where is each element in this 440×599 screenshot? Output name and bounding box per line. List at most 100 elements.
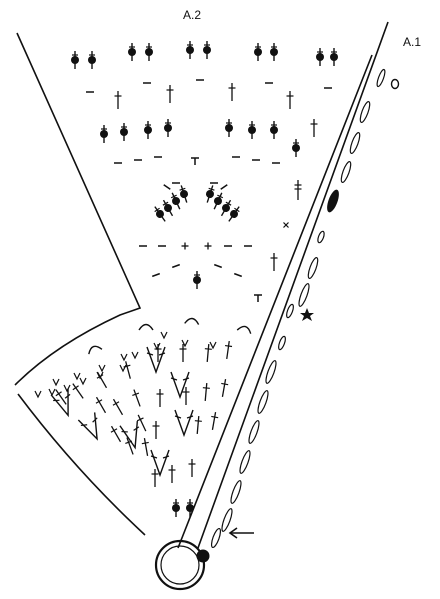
chain-oval-symbol (257, 390, 269, 414)
chain-oval-symbol (340, 161, 352, 183)
chart-outline (14, 21, 389, 549)
treble-dot-symbol (162, 199, 174, 217)
chart-label-a1: A.1 (403, 35, 422, 49)
a1-chain-column (210, 68, 386, 549)
treble-symbol (152, 421, 160, 439)
double-treble-symbol (294, 180, 302, 200)
treble-dot-symbol (270, 121, 278, 139)
treble-symbol (72, 383, 84, 399)
double-crochet-symbol (204, 242, 212, 250)
chain-arc-symbol (88, 345, 103, 355)
treble-symbol (151, 469, 159, 487)
treble-symbol (114, 91, 122, 109)
chain-oval-symbol (307, 257, 319, 279)
treble-dot-symbol (172, 499, 180, 517)
chain-oval-symbol (286, 303, 294, 319)
increase-v-symbol (48, 388, 56, 397)
slip-stitch-symbol (254, 294, 262, 302)
increase-v-symbol (181, 339, 189, 348)
treble-dot-symbol (225, 119, 233, 137)
treble-dot-symbol (203, 41, 211, 59)
treble-dot-symbol (144, 121, 152, 139)
treble-dot-symbol (330, 48, 338, 66)
arrow-left-icon (228, 527, 254, 539)
magic-ring-icon (154, 539, 210, 591)
chain-oval-symbol (317, 230, 325, 244)
increase-v-symbol (52, 378, 60, 387)
treble-dot-symbol (154, 206, 166, 222)
chain-arc-symbol (138, 323, 154, 331)
single-crochet-symbol (283, 222, 289, 228)
treble-dot-symbol (170, 192, 181, 210)
treble-v-pair-symbol (150, 449, 170, 478)
treble-dot-symbol (179, 185, 188, 203)
chain-oval-symbol (210, 527, 222, 549)
treble-symbol (179, 344, 187, 362)
treble-dot-symbol (128, 43, 136, 61)
outline-bottom-edge (17, 393, 146, 536)
chain-oval-symbol (239, 450, 251, 474)
treble-symbol (202, 382, 210, 402)
treble-symbol (95, 396, 107, 414)
chain-dash-symbol (171, 263, 181, 269)
chain-oval-symbol (265, 360, 277, 384)
chain-dash-symbol (151, 272, 161, 278)
increase-v-symbol (153, 342, 161, 351)
treble-dot-symbol (206, 185, 215, 203)
increase-v-symbol (98, 364, 106, 373)
treble-symbol (136, 414, 147, 432)
slip-stitch-symbol (191, 157, 199, 165)
treble-symbol (110, 425, 122, 443)
chain-oval-symbol (298, 283, 310, 307)
chain-oval-symbol (221, 508, 233, 532)
increase-v-symbol (209, 341, 217, 350)
treble-dot-symbol (186, 41, 194, 59)
treble-symbol (270, 253, 278, 271)
treble-dot-symbol (254, 43, 262, 61)
treble-dot-symbol (71, 51, 79, 69)
treble-dot-symbol (193, 271, 201, 289)
chain-dash-symbol (163, 184, 171, 190)
treble-symbol (96, 371, 108, 389)
treble-dot-symbol (228, 206, 240, 222)
increase-v-symbol (63, 384, 71, 393)
treble-symbol (310, 119, 318, 137)
treble-symbol (221, 379, 229, 397)
treble-dot-symbol (270, 43, 278, 61)
outline-wedge-edge (14, 32, 142, 386)
treble-dot-symbol (100, 125, 108, 143)
treble-dot-symbol (186, 499, 194, 517)
double-crochet-symbol (181, 242, 189, 250)
increase-v-symbol (131, 351, 139, 360)
chain-oval-symbol (278, 335, 286, 351)
chain-oval-symbol (248, 420, 260, 444)
chain-oval-symbol (349, 132, 361, 154)
treble-symbol (168, 465, 176, 483)
treble-symbol (123, 361, 131, 379)
outline-right-edge-outer (197, 21, 389, 549)
chain-oval-symbol (230, 480, 242, 504)
treble-v-pair-symbol (50, 388, 71, 418)
treble-symbol (211, 412, 219, 430)
treble-symbol (225, 340, 233, 360)
treble-symbol (182, 387, 190, 405)
treble-symbol (55, 389, 67, 405)
treble-dot-symbol (213, 192, 224, 210)
treble-symbol (228, 83, 236, 101)
treble-dot-symbol (164, 119, 172, 137)
treble-symbol (188, 459, 196, 477)
increase-v-symbol (79, 377, 87, 386)
a1-small-circle (390, 78, 400, 90)
treble-symbol (154, 344, 162, 362)
treble-dot-symbol (292, 139, 300, 157)
treble-v-pair-symbol (170, 371, 190, 400)
treble-symbol (166, 85, 174, 103)
star-icon (300, 308, 314, 321)
increase-v-symbol (119, 364, 127, 373)
treble-symbol (141, 438, 149, 456)
treble-dot-symbol (220, 199, 232, 217)
outline-right-edge-inner (177, 54, 373, 549)
increase-v-symbol (160, 331, 168, 340)
treble-v-pair-symbol (77, 412, 98, 441)
